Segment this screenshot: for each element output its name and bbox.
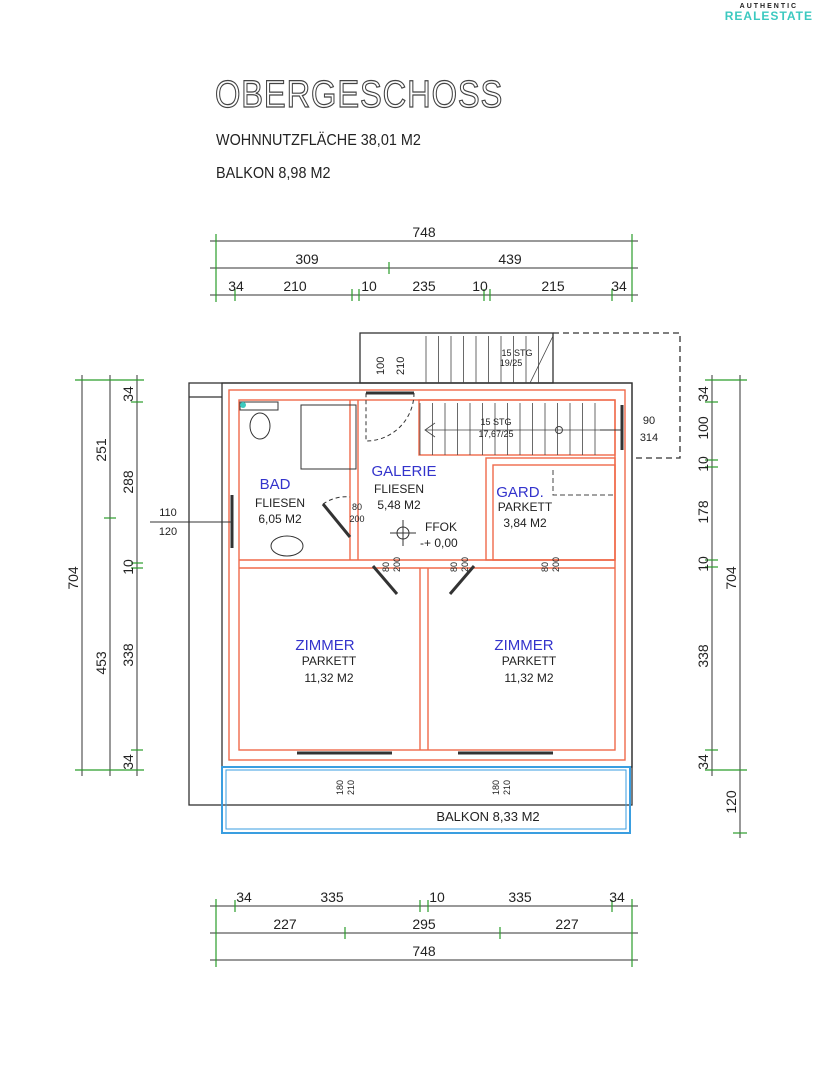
dim: 34: [228, 278, 244, 294]
room-floor: PARKETT: [302, 654, 357, 668]
room-area: 6,05 M2: [258, 512, 302, 526]
window-left-width: 110: [159, 507, 177, 519]
room-name: BAD: [260, 476, 291, 493]
door-bad-height: 200: [349, 514, 364, 524]
dim: 10: [472, 278, 488, 294]
dim-total: 748: [412, 943, 436, 959]
dim: 335: [320, 889, 344, 905]
room-floor: FLIESEN: [255, 496, 305, 510]
door-height: 200: [551, 557, 561, 572]
top-dimensions: 748 309 439 34 210 10 235 10 215 34: [210, 224, 638, 302]
dim: 439: [498, 251, 522, 267]
room-floor: PARKETT: [502, 654, 557, 668]
doors-windows: [150, 391, 624, 755]
window-right-width: 90: [643, 415, 655, 427]
stairs-upper-count: 15 STG: [501, 348, 532, 358]
dim-total: 748: [412, 224, 436, 240]
page-title: OBERGESCHOSS: [214, 73, 504, 116]
balcony: [221, 766, 631, 834]
dim: 34: [120, 386, 136, 402]
room-garderobe: GARD. PARKETT 3,84 M2: [496, 484, 553, 530]
stairs-lower-count: 15 STG: [480, 417, 511, 427]
dim: 338: [120, 643, 136, 667]
dim: 338: [695, 644, 711, 668]
stairs-lower-ratio: 17,67/25: [478, 429, 513, 439]
dim: 120: [723, 790, 739, 814]
building-walls: [188, 332, 681, 806]
room-name: ZIMMER: [295, 637, 354, 654]
balcony-door-width: 180: [335, 780, 345, 795]
room-zimmer-left: ZIMMER PARKETT 11,32 M2: [295, 637, 356, 685]
window-left-height: 120: [159, 526, 177, 538]
dim: 10: [361, 278, 377, 294]
dim: 210: [283, 278, 307, 294]
dim: 10: [429, 889, 445, 905]
dim: 34: [120, 754, 136, 770]
dim: 235: [412, 278, 436, 294]
room-name: GARD.: [496, 484, 544, 501]
logo-top-text: AUTHENTIC: [739, 3, 799, 10]
door-top-height: 210: [395, 357, 407, 375]
dim-total: 704: [723, 566, 739, 590]
dim: 34: [695, 754, 711, 770]
bottom-dimensions: 34 335 10 335 34 227 295 227 748: [210, 889, 638, 967]
stairs-upper-ratio: 19/25: [500, 358, 523, 368]
living-area-text: WOHNNUTZFLÄCHE 38,01 M2: [216, 132, 421, 149]
room-area: 11,32 M2: [504, 671, 553, 685]
balcony-door-height: 210: [346, 780, 356, 795]
dim: 10: [120, 559, 136, 575]
door-height: 200: [392, 557, 402, 572]
dim: 10: [695, 556, 711, 572]
dim: 34: [236, 889, 252, 905]
dim: 309: [295, 251, 319, 267]
balcony-area-text: BALKON 8,98 M2: [216, 165, 331, 182]
right-dimensions: 34 100 10 178 10 338 34 704 120: [695, 375, 747, 838]
dim: 100: [695, 416, 711, 440]
stairs: [419, 335, 615, 496]
door-width: 80: [540, 562, 550, 572]
room-name: GALERIE: [371, 463, 436, 480]
door-bad-width: 80: [352, 502, 362, 512]
dim: 10: [695, 456, 711, 472]
dim: 227: [555, 916, 579, 932]
room-floor: FLIESEN: [374, 482, 424, 496]
dim: 215: [541, 278, 565, 294]
dim: 288: [120, 470, 136, 494]
dim: 178: [695, 500, 711, 524]
brand-logo: AUTHENTIC REALESTATE: [725, 3, 813, 23]
dim-total: 704: [65, 566, 81, 590]
room-bad: BAD FLIESEN 6,05 M2: [255, 476, 305, 526]
left-dimensions: 704 251 453 34 288 10 338 34: [65, 375, 144, 776]
door-top-width: 100: [375, 357, 387, 375]
door-height: 200: [460, 557, 470, 572]
level-label: FFOK: [425, 520, 457, 534]
balcony-label: BALKON 8,33 M2: [436, 809, 539, 824]
dim: 295: [412, 916, 436, 932]
dim: 34: [695, 386, 711, 402]
dim: 251: [93, 438, 109, 462]
level-value: -+ 0,00: [420, 536, 458, 550]
dim: 34: [609, 889, 625, 905]
door-width: 80: [381, 562, 391, 572]
balcony-door-height: 210: [502, 780, 512, 795]
room-area: 3,84 M2: [503, 516, 547, 530]
door-width: 80: [449, 562, 459, 572]
dim: 227: [273, 916, 297, 932]
balcony-door-width: 180: [491, 780, 501, 795]
logo-bottom-text: REALESTATE: [724, 9, 813, 23]
room-area: 5,48 M2: [377, 498, 421, 512]
room-zimmer-right: ZIMMER PARKETT 11,32 M2: [494, 637, 556, 685]
room-area: 11,32 M2: [304, 671, 353, 685]
dim: 335: [508, 889, 532, 905]
room-name: ZIMMER: [494, 637, 553, 654]
room-floor: PARKETT: [498, 500, 553, 514]
room-galerie: GALERIE FLIESEN 5,48 M2: [371, 463, 436, 512]
dim: 453: [93, 651, 109, 675]
fixtures: [239, 401, 416, 557]
window-right-height: 314: [640, 432, 658, 444]
dim: 34: [611, 278, 627, 294]
